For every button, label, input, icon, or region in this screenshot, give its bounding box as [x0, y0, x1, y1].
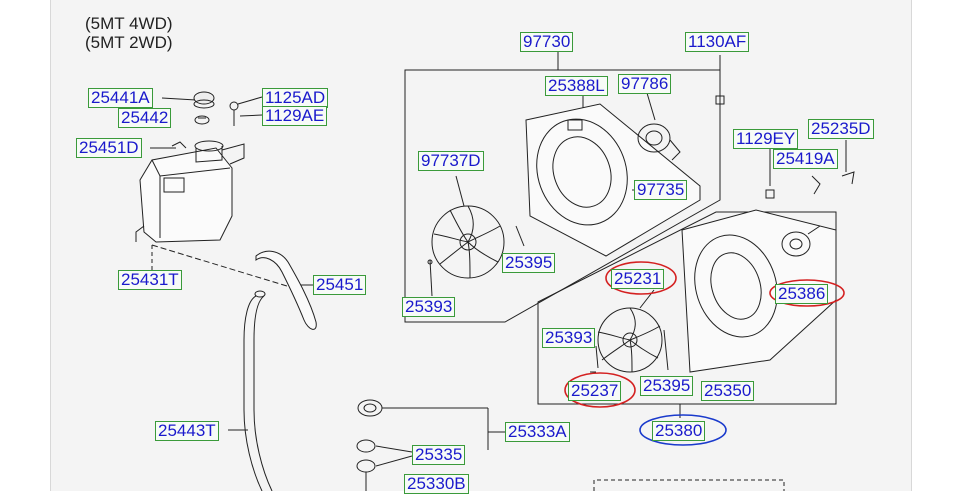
highlight-25380: [639, 414, 727, 446]
part-label-25441A[interactable]: 25441A: [88, 88, 153, 108]
part-label-25451D[interactable]: 25451D: [76, 138, 142, 158]
part-label-25231[interactable]: 25231: [611, 269, 665, 289]
part-label-25442[interactable]: 25442: [118, 108, 172, 128]
part-label-25443T[interactable]: 25443T: [155, 421, 219, 441]
highlight-25386: [769, 279, 845, 307]
part-label-25333A[interactable]: 25333A: [505, 422, 570, 442]
part-label-25393-upper[interactable]: 25393: [402, 297, 456, 317]
part-label-25380[interactable]: 25380: [652, 421, 706, 441]
part-label-97730[interactable]: 97730: [520, 32, 574, 52]
variant-note-4wd: (5MT 4WD): [85, 14, 173, 33]
part-label-25395-lower[interactable]: 25395: [640, 376, 694, 396]
part-label-1129EY[interactable]: 1129EY: [733, 129, 799, 149]
part-label-1130AF[interactable]: 1130AF: [685, 32, 750, 52]
part-label-25350[interactable]: 25350: [701, 381, 755, 401]
part-label-97735[interactable]: 97735: [634, 180, 688, 200]
part-label-1129AE[interactable]: 1129AE: [262, 106, 328, 126]
part-label-97786[interactable]: 97786: [618, 74, 672, 94]
part-label-97737D[interactable]: 97737D: [418, 151, 484, 171]
part-label-25235D[interactable]: 25235D: [808, 119, 874, 139]
part-label-25237[interactable]: 25237: [568, 381, 622, 401]
part-label-25388L[interactable]: 25388L: [545, 76, 608, 96]
highlight-25231: [605, 261, 677, 295]
part-label-25451[interactable]: 25451: [313, 275, 367, 295]
part-label-25431T[interactable]: 25431T: [118, 270, 182, 290]
variant-note-2wd: (5MT 2WD): [85, 33, 173, 52]
part-label-25419A[interactable]: 25419A: [773, 149, 838, 169]
part-label-25393-lower[interactable]: 25393: [542, 328, 596, 348]
part-label-25395-upper[interactable]: 25395: [502, 253, 556, 273]
part-label-25335[interactable]: 25335: [412, 445, 466, 465]
part-label-25386[interactable]: 25386: [775, 284, 829, 304]
part-label-1125AD[interactable]: 1125AD: [262, 88, 329, 108]
part-label-25330B[interactable]: 25330B: [404, 474, 469, 494]
highlight-25237: [564, 372, 636, 408]
